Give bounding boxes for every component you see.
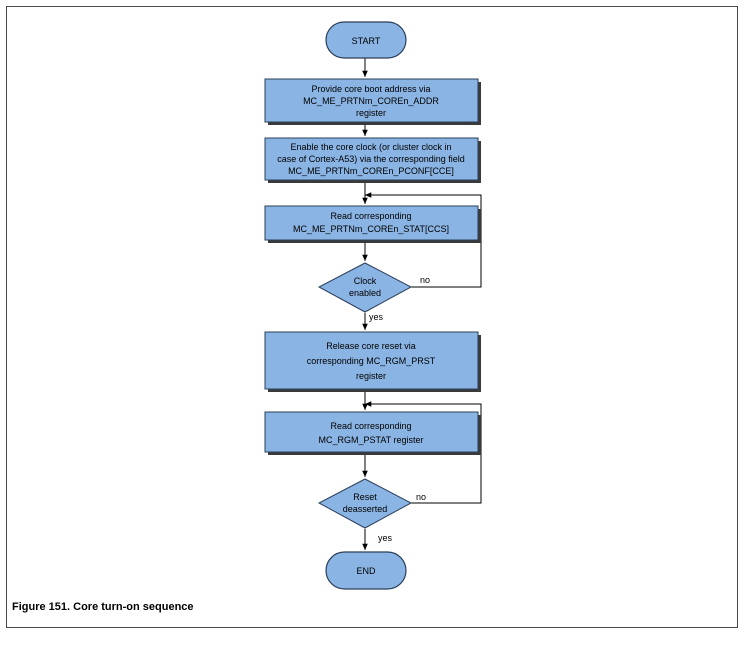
decision1-no-label: no	[420, 275, 430, 285]
step4-line3: register	[356, 371, 386, 381]
step-release-core-reset: Release core reset via corresponding MC_…	[264, 331, 481, 392]
step2-line2: case of Cortex-A53) via the correspondin…	[277, 154, 465, 164]
decision1-line2: enabled	[349, 288, 381, 298]
decision2-line2: deasserted	[343, 504, 388, 514]
step2-line1: Enable the core clock (or cluster clock …	[290, 142, 451, 152]
step-read-rgm-pstat: Read corresponding MC_RGM_PSTAT register	[264, 411, 481, 455]
step1-line2: MC_ME_PRTNm_COREn_ADDR	[303, 96, 439, 106]
figure-caption: Figure 151. Core turn-on sequence	[12, 601, 194, 613]
end-terminator: END	[325, 551, 407, 590]
start-terminator: START	[325, 21, 407, 59]
end-label: END	[356, 566, 376, 576]
start-label: START	[352, 36, 381, 46]
step5-line1: Read corresponding	[330, 421, 411, 431]
decision2-yes-label: yes	[378, 533, 393, 543]
decision-reset-deasserted: Reset deasserted no yes	[317, 478, 426, 543]
step2-line3: MC_ME_PRTNm_COREn_PCONF[CCE]	[288, 166, 454, 176]
decision1-yes-label: yes	[369, 312, 384, 322]
connectors	[362, 57, 482, 550]
step-read-core-stat: Read corresponding MC_ME_PRTNm_COREn_STA…	[264, 205, 481, 243]
decision2-line1: Reset	[353, 492, 377, 502]
step1-line3: register	[356, 108, 386, 118]
figure-frame	[6, 6, 738, 628]
step4-line2: corresponding MC_RGM_PRST	[307, 356, 436, 366]
decision-clock-enabled: Clock enabled no yes	[317, 262, 430, 322]
step4-line1: Release core reset via	[326, 341, 416, 351]
step3-line2: MC_ME_PRTNm_COREn_STAT[CCS]	[293, 224, 449, 234]
step5-line2: MC_RGM_PSTAT register	[318, 435, 423, 445]
step-provide-boot-address: Provide core boot address via MC_ME_PRTN…	[264, 78, 481, 125]
step1-line1: Provide core boot address via	[311, 84, 430, 94]
step-enable-core-clock: Enable the core clock (or cluster clock …	[264, 137, 481, 183]
decision2-no-label: no	[416, 492, 426, 502]
decision1-line1: Clock	[354, 276, 377, 286]
step3-line1: Read corresponding	[330, 211, 411, 221]
